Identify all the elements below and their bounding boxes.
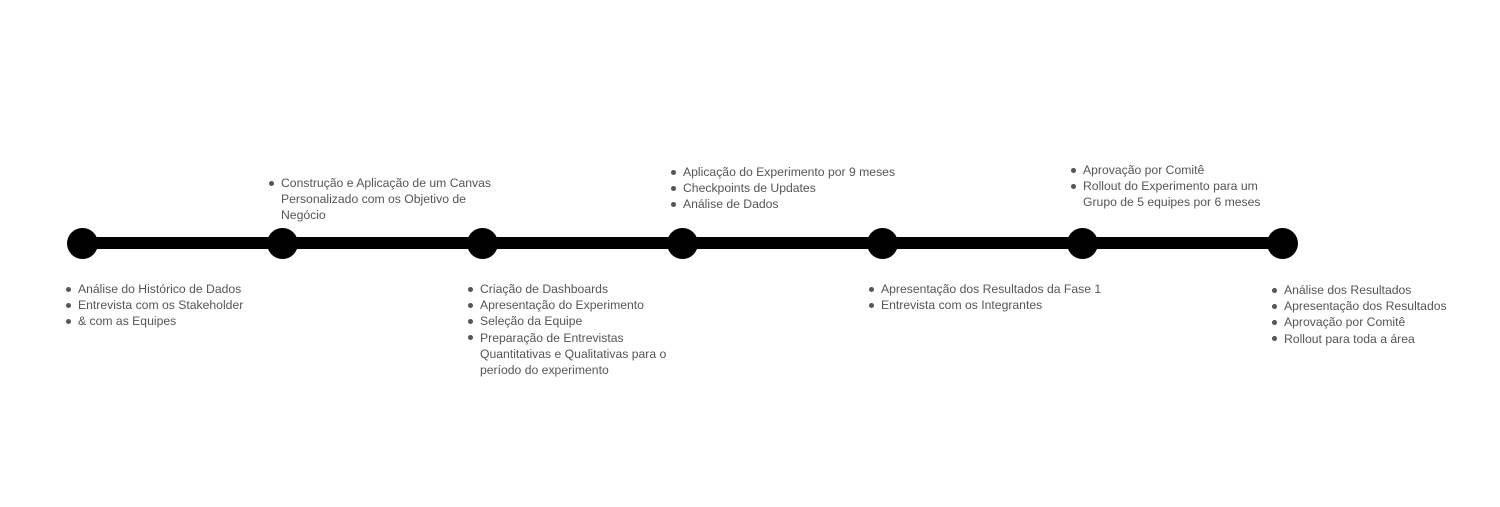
milestone-1-note: Entrevista com os Stakeholder <box>66 297 243 313</box>
milestone-dot-6 <box>1066 227 1098 259</box>
milestone-3-note: Apresentação do Experimento <box>468 297 668 313</box>
milestone-dot-1 <box>66 227 98 259</box>
milestone-2-notes: Construção e Aplicação de um Canvas Pers… <box>269 175 513 224</box>
milestone-1-notes: Análise do Histórico de Dados Entrevista… <box>66 281 243 330</box>
milestone-7-notes: Análise dos Resultados Apresentação dos … <box>1272 282 1447 347</box>
milestone-4-note: Aplicação do Experimento por 9 meses <box>671 164 895 180</box>
milestone-dot-2 <box>266 227 298 259</box>
milestone-4-notes: Aplicação do Experimento por 9 meses Che… <box>671 164 895 213</box>
milestone-7-note: Apresentação dos Resultados <box>1272 298 1447 314</box>
milestone-7-note: Rollout para toda a área <box>1272 331 1447 347</box>
milestone-2-note: Construção e Aplicação de um Canvas Pers… <box>269 175 513 224</box>
milestone-3-note: Preparação de Entrevistas Quantitativas … <box>468 330 668 379</box>
milestone-dot-7 <box>1266 227 1298 259</box>
milestone-7-note: Aprovação por Comitê <box>1272 314 1447 330</box>
milestone-3-note: Seleção da Equipe <box>468 313 668 329</box>
milestone-6-note: Rollout do Experimento para um Grupo de … <box>1071 178 1269 210</box>
milestone-4-note: Checkpoints de Updates <box>671 180 895 196</box>
milestone-5-note: Entrevista com os Integrantes <box>869 297 1101 313</box>
milestone-5-notes: Apresentação dos Resultados da Fase 1 En… <box>869 281 1101 313</box>
milestone-dot-4 <box>666 227 698 259</box>
milestone-5-note: Apresentação dos Resultados da Fase 1 <box>869 281 1101 297</box>
milestone-6-notes: Aprovação por Comitê Rollout do Experime… <box>1071 162 1269 211</box>
milestone-dot-5 <box>866 227 898 259</box>
milestone-3-notes: Criação de Dashboards Apresentação do Ex… <box>468 281 668 378</box>
milestone-7-note: Análise dos Resultados <box>1272 282 1447 298</box>
milestone-1-note: & com as Equipes <box>66 313 243 329</box>
milestone-3-note: Criação de Dashboards <box>468 281 668 297</box>
milestone-4-note: Análise de Dados <box>671 196 895 212</box>
milestone-1-note: Análise do Histórico de Dados <box>66 281 243 297</box>
milestone-6-note: Aprovação por Comitê <box>1071 162 1269 178</box>
milestone-dot-3 <box>466 227 498 259</box>
